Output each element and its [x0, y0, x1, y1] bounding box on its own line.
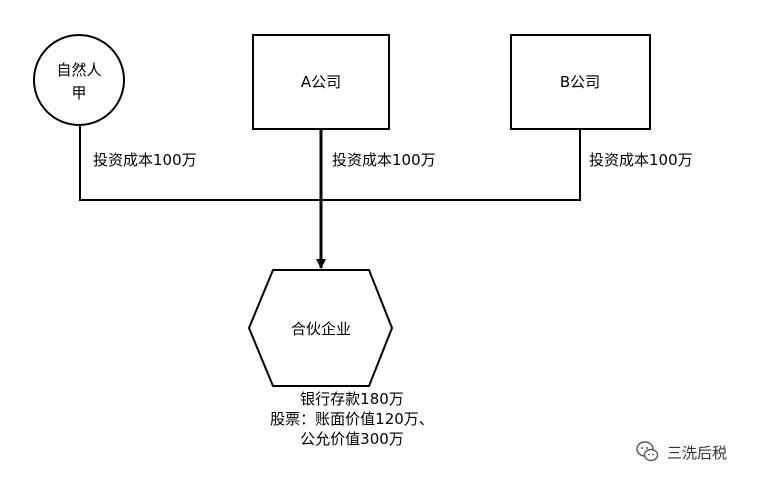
node-partnership-label: 合伙企业 — [291, 320, 351, 338]
node-person-label-line1: 自然人 — [56, 61, 101, 79]
note-line-2: 股票：账面价值120万、 — [270, 410, 434, 428]
wechat-icon — [636, 441, 659, 462]
node-company-a-label: A公司 — [301, 73, 341, 91]
note-line-1: 银行存款180万 — [300, 390, 404, 408]
node-person[interactable]: 自然人 甲 — [33, 34, 125, 126]
watermark-text: 三洗后税 — [667, 444, 727, 462]
node-person-label-line2: 甲 — [71, 84, 86, 102]
connectors — [79, 125, 581, 269]
partnership-assets-note: 银行存款180万 股票：账面价值120万、 公允价值300万 — [270, 390, 434, 448]
edge-label-person: 投资成本100万 — [93, 151, 197, 169]
node-company-a[interactable]: A公司 — [252, 34, 390, 130]
edge-label-company-a: 投资成本100万 — [332, 151, 436, 169]
watermark: 三洗后税 — [636, 441, 727, 462]
edge-label-company-b: 投资成本100万 — [589, 151, 693, 169]
node-partnership[interactable]: 合伙企业 — [247, 269, 394, 387]
node-company-b[interactable]: B公司 — [510, 34, 651, 130]
note-line-3: 公允价值300万 — [300, 430, 404, 448]
node-company-b-label: B公司 — [560, 73, 600, 91]
